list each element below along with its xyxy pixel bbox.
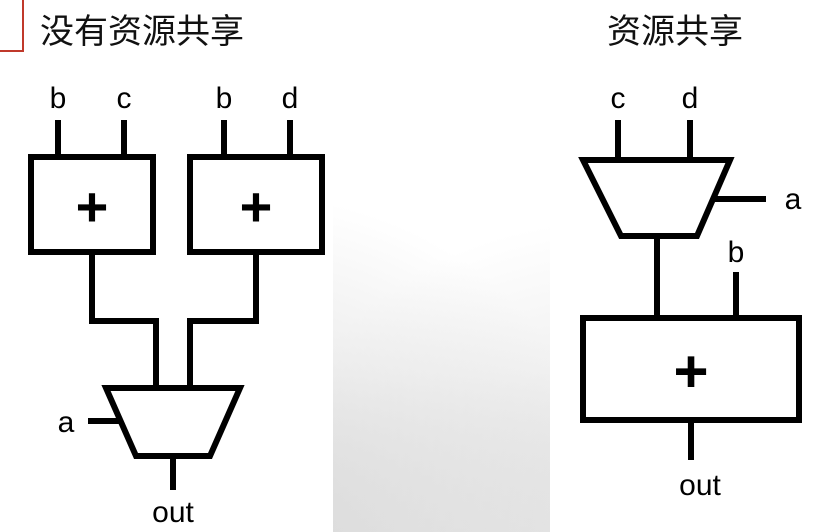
left-mux — [101, 385, 245, 459]
left-adder1-input-b: b — [50, 82, 67, 115]
left-adder-1-plus: + — [76, 175, 109, 238]
left-adder2-input-b: b — [216, 82, 233, 115]
left-adder1-input-c: c — [117, 82, 132, 115]
left-adder-2-plus: + — [240, 175, 273, 238]
right-output-label: out — [679, 469, 721, 502]
left-output-label: out — [152, 496, 194, 529]
right-mux-input-c: c — [611, 82, 626, 115]
right-adder — [580, 315, 802, 423]
right-mux-input-d: d — [682, 82, 699, 115]
left-adder-1 — [28, 154, 156, 255]
right-panel — [550, 70, 822, 532]
left-mux-select-a: a — [58, 406, 75, 439]
left-adder-2 — [187, 154, 325, 255]
accent-bar — [0, 0, 24, 52]
left-adder2-input-d: d — [282, 82, 299, 115]
right-adder-plus: + — [673, 338, 708, 405]
right-mux-select-a: a — [785, 183, 802, 216]
left-wire-adder2-to-mux — [187, 252, 259, 388]
left-wire-adder1-to-mux — [89, 252, 159, 388]
right-diagram: c d a b + out — [578, 82, 802, 502]
left-diagram: b c b d + + a out — [28, 82, 325, 529]
title-no-resource-sharing: 没有资源共享 — [40, 12, 244, 52]
right-mux — [578, 157, 735, 239]
title-resource-sharing: 资源共享 — [607, 12, 743, 52]
right-adder-input-b: b — [728, 236, 745, 269]
